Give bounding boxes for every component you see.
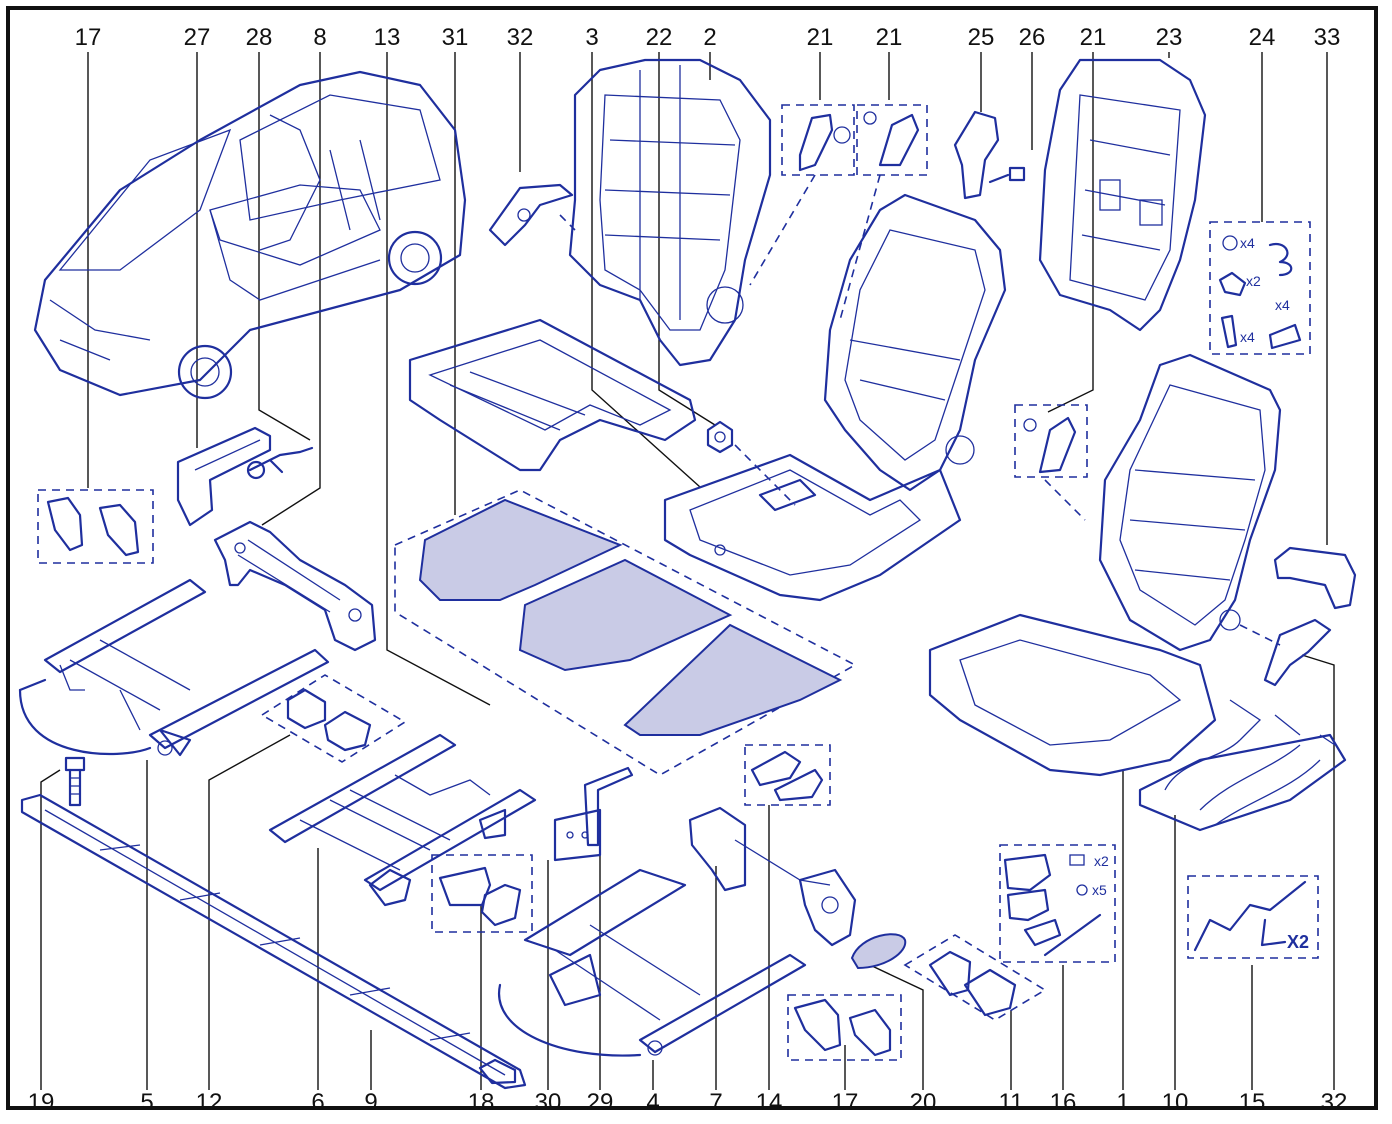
leader-lines bbox=[40, 52, 1335, 1090]
part-19-bolt bbox=[64, 756, 86, 807]
part-26-screw bbox=[988, 166, 1026, 184]
part-seat-base-frame-b bbox=[663, 453, 962, 602]
qty-label-x2-b: x2 bbox=[1094, 853, 1109, 869]
part-25-headrest-guide bbox=[953, 110, 1000, 200]
part-10-suspension-mat bbox=[1138, 699, 1347, 832]
callout-top-6: 31 bbox=[442, 24, 469, 51]
assembly-arrows bbox=[559, 174, 1281, 646]
callout-bottom-7: 30 bbox=[535, 1089, 562, 1116]
part-8-pivot-bracket bbox=[213, 520, 377, 652]
qty-label-x4-c: x4 bbox=[1240, 329, 1255, 345]
part-32-handle-left bbox=[488, 183, 574, 247]
callout-bottom-15: 16 bbox=[1050, 1089, 1077, 1116]
part-21-handle-kit-c bbox=[1014, 404, 1088, 478]
callout-top-5: 13 bbox=[374, 24, 401, 51]
callout-bottom-2: 5 bbox=[140, 1089, 153, 1116]
callout-top-17: 24 bbox=[1249, 24, 1276, 51]
qty-label-x4-b: x4 bbox=[1275, 297, 1290, 313]
vehicle-illustration bbox=[33, 70, 467, 400]
callout-bottom-9: 4 bbox=[646, 1089, 659, 1116]
part-21-handle-kit-b bbox=[856, 104, 928, 176]
callout-bottom-10: 7 bbox=[709, 1089, 722, 1116]
callout-top-1: 17 bbox=[75, 24, 102, 51]
callout-top-2: 27 bbox=[184, 24, 211, 51]
callout-bottom-14: 11 bbox=[999, 1089, 1024, 1116]
callout-bottom-17: 10 bbox=[1162, 1089, 1189, 1116]
part-1-seat-frame-c bbox=[928, 353, 1282, 777]
callout-top-15: 21 bbox=[1080, 24, 1107, 51]
part-33-handle-right bbox=[1273, 546, 1357, 610]
part-3-seat-base-frame-a bbox=[408, 318, 697, 472]
callout-top-18: 33 bbox=[1314, 24, 1341, 51]
callout-bottom-13: 20 bbox=[910, 1089, 937, 1116]
callout-bottom-6: 18 bbox=[468, 1089, 495, 1116]
part-31-seat-pads bbox=[394, 489, 857, 776]
callout-bottom-18: 15 bbox=[1239, 1089, 1266, 1116]
callout-top-16: 23 bbox=[1156, 24, 1183, 51]
part-9-floor-rail bbox=[20, 793, 527, 1090]
callout-bottom-8: 29 bbox=[587, 1089, 614, 1116]
part-14-latch-pair bbox=[744, 744, 831, 806]
callout-top-3: 28 bbox=[246, 24, 273, 51]
part-21-handle-kit-a bbox=[781, 104, 855, 176]
callout-top-14: 26 bbox=[1019, 24, 1046, 51]
callout-bottom-4: 6 bbox=[311, 1089, 324, 1116]
part-16-hardware-kit: x2 x5 bbox=[999, 844, 1116, 963]
qty-label-x2-a: x2 bbox=[1246, 273, 1261, 289]
part-2-seat-back-frame-a bbox=[568, 58, 772, 367]
callout-bottom-3: 12 bbox=[196, 1089, 223, 1116]
part-20-cover-cap bbox=[850, 933, 907, 970]
part-29-clip bbox=[583, 766, 634, 847]
callout-bottom-16: 1 bbox=[1116, 1089, 1129, 1116]
callout-bottom-12: 17 bbox=[832, 1089, 859, 1116]
part-12-latch-pair bbox=[260, 674, 407, 763]
part-18-trim-covers bbox=[431, 854, 533, 933]
part-4-seat-runner-assembly bbox=[497, 868, 807, 1057]
part-27-trim-cover bbox=[176, 426, 272, 527]
callout-top-10: 2 bbox=[703, 24, 716, 51]
callout-top-9: 22 bbox=[646, 24, 673, 51]
callout-top-7: 32 bbox=[507, 24, 534, 51]
callout-bottom-19: 32 bbox=[1321, 1089, 1348, 1116]
callout-bottom-1: 19 bbox=[28, 1089, 55, 1116]
callout-top-12: 21 bbox=[876, 24, 903, 51]
part-30-bracket-plate bbox=[553, 808, 602, 862]
callout-top-11: 21 bbox=[807, 24, 834, 51]
part-6-seat-runner-assembly bbox=[268, 733, 537, 907]
part-15-rod-kit: X2 bbox=[1187, 875, 1319, 959]
part-22-nut bbox=[706, 420, 734, 454]
part-7-pivot-assembly bbox=[688, 806, 857, 947]
callout-top-8: 3 bbox=[585, 24, 598, 51]
callout-bottom-5: 9 bbox=[364, 1089, 377, 1116]
part-17-trim-covers-lower bbox=[787, 994, 902, 1061]
diagram-frame bbox=[6, 6, 1378, 1110]
part-32-handle-right bbox=[1263, 618, 1332, 687]
qty-label-x2-bold: X2 bbox=[1287, 932, 1309, 952]
callout-bottom-11: 14 bbox=[756, 1089, 783, 1116]
part-24-hardware-kit: x4 x2 x4 x4 bbox=[1209, 221, 1311, 355]
part-23-seat-back-panel bbox=[1038, 58, 1207, 332]
part-5-seat-runner-assembly bbox=[18, 578, 330, 757]
part-17-trim-covers bbox=[37, 489, 154, 564]
qty-label-x5: x5 bbox=[1092, 882, 1107, 898]
qty-label-x4-a: x4 bbox=[1240, 235, 1255, 251]
part-28-push-rivet bbox=[246, 446, 314, 480]
part-seat-back-frame-b bbox=[823, 193, 1007, 492]
callout-top-4: 8 bbox=[313, 24, 326, 51]
callout-top-13: 25 bbox=[968, 24, 995, 51]
part-11-latch-pair bbox=[903, 934, 1047, 1021]
